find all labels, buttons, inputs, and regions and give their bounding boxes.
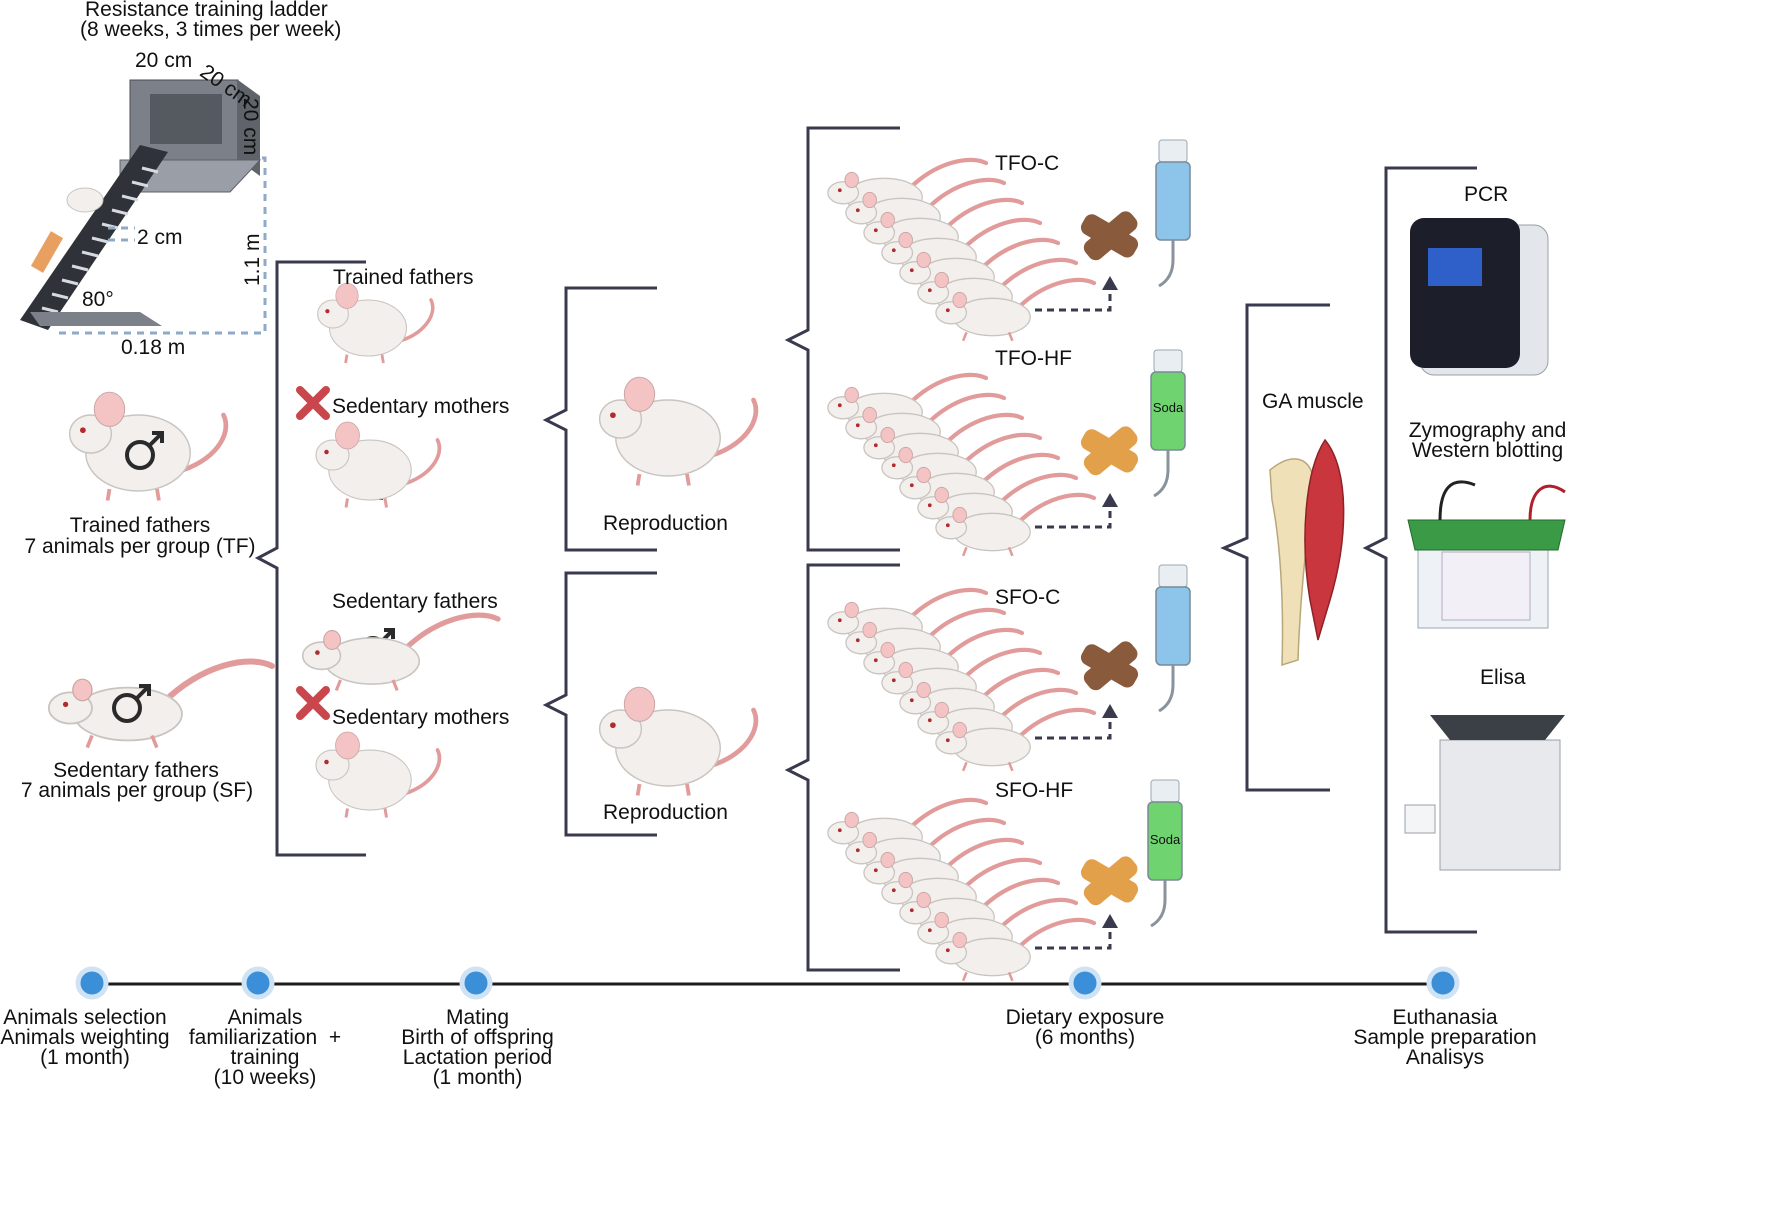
bottle-label-sfo-hf: Soda — [1149, 832, 1181, 847]
control-chow-icon — [1078, 208, 1141, 264]
high-fat-chow-icon — [1078, 423, 1141, 479]
timeline-label-4: Dietary exposure (6 months) — [1005, 1006, 1165, 1049]
reproduction-mother-bottom — [600, 687, 756, 795]
tf-group-count: 7 animals per group (TF) — [24, 535, 256, 558]
ladder-dim-width: 20 cm — [135, 49, 193, 72]
elisa-reader-icon — [1404, 715, 1565, 871]
sf-group-count: 7 animals per group (SF) — [20, 779, 254, 802]
soda-bottle-icon — [1146, 778, 1184, 928]
ga-muscle-icon — [1269, 438, 1345, 667]
offspring-mice-tfo-hf — [828, 375, 1094, 556]
mother-mouse-top — [314, 420, 442, 510]
timeline-label-2: Animals familiarization + training (10 w… — [188, 1006, 342, 1089]
sedentary-father-mouse — [49, 662, 272, 748]
bracket-reproduction-top — [542, 286, 657, 552]
offspring-mice-sfo-c — [828, 590, 1094, 771]
bracket-analyses — [1362, 166, 1477, 934]
mating-bottom-mother: Sedentary mothers — [332, 706, 510, 729]
ladder-base-length: 0.18 m — [121, 336, 186, 359]
mating-bottom-father: Sedentary fathers — [332, 590, 498, 613]
pcr-machine-icon — [1410, 218, 1549, 376]
offspring-mice-tfo-c — [828, 160, 1094, 341]
sedentary-father-mating-mouse — [303, 615, 498, 690]
offspring-mice-sfo-hf — [828, 800, 1094, 981]
tf-group-label: Trained fathers — [69, 514, 211, 537]
high-fat-chow-icon — [1078, 853, 1141, 909]
water-bottle-icon — [1154, 563, 1192, 713]
reproduction-mother-top — [600, 377, 756, 485]
reproduction-bottom-label: Reproduction — [603, 801, 728, 824]
ladder-dimension-lines — [55, 156, 267, 335]
ladder-apparatus — [20, 79, 262, 330]
western-blot-label: Western blotting — [1411, 439, 1564, 462]
ladder-angle: 80° — [82, 288, 114, 311]
bracket-offspring-bottom — [784, 563, 900, 972]
group-label-sfo-hf: SFO-HF — [995, 779, 1074, 802]
timeline-label-5: Euthanasia Sample preparation Analisys — [1353, 1006, 1537, 1069]
ladder-dim-height: 20 cm — [239, 98, 262, 156]
control-chow-icon — [1078, 638, 1141, 694]
ladder-height: 1.1 m — [241, 233, 264, 286]
bottle-label-tfo-hf: Soda — [1152, 400, 1184, 415]
cross-icon — [296, 386, 330, 720]
group-label-sfo-c: SFO-C — [995, 586, 1061, 609]
arrowhead-icon — [1102, 276, 1118, 928]
mother-mouse-bottom — [314, 730, 442, 820]
group-label-tfo-c: TFO-C — [995, 152, 1060, 175]
ladder-subtitle: (8 weeks, 3 times per week) — [80, 18, 342, 41]
bracket-groups — [254, 260, 366, 857]
ga-muscle-label: GA muscle — [1262, 390, 1364, 413]
western-blot-apparatus-icon — [1407, 480, 1566, 629]
mating-top-mother: Sedentary mothers — [332, 395, 510, 418]
timeline-dot — [75, 966, 1460, 1000]
reproduction-top-label: Reproduction — [603, 512, 728, 535]
ladder-rung-spacing: 2 cm — [137, 226, 183, 249]
bracket-muscle — [1220, 303, 1330, 792]
group-label-tfo-hf: TFO-HF — [995, 347, 1072, 370]
elisa-label: Elisa — [1480, 666, 1526, 689]
timeline-label-3: Mating Birth of offspring Lactation peri… — [401, 1006, 554, 1089]
diet-arrows — [1035, 290, 1112, 950]
bracket-offspring-top — [784, 126, 900, 552]
timeline-label-1: Animals selection Animals weighting (1 m… — [0, 1006, 170, 1069]
water-bottle-icon — [1154, 138, 1192, 288]
ladder-title: Resistance training ladder — [85, 0, 328, 21]
sf-group-label: Sedentary fathers — [53, 759, 219, 782]
trained-father-mating-mouse — [315, 281, 435, 365]
pcr-label: PCR — [1464, 183, 1509, 206]
mating-top-father: Trained fathers — [333, 266, 474, 289]
soda-bottle-icon — [1149, 348, 1187, 498]
bracket-reproduction-bottom — [542, 571, 657, 837]
zymography-label: Zymography and — [1408, 419, 1567, 442]
